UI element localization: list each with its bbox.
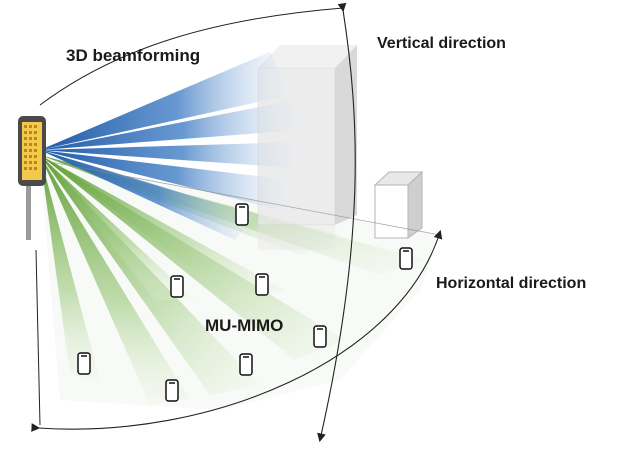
smartphone-icon (313, 325, 327, 348)
smartphone-icon (255, 273, 269, 296)
vertical-direction-label: Vertical direction (377, 35, 506, 52)
small-building (373, 170, 424, 239)
smartphone-icon (239, 353, 253, 376)
vertical-arc-outer (39, 7, 344, 106)
smartphone-icon (77, 352, 91, 375)
ground-line (39, 159, 441, 236)
horizontal-direction-label: Horizontal direction (436, 275, 587, 292)
mu-mimo-label: MU-MIMO (205, 316, 284, 335)
smartphone-icon (235, 203, 249, 226)
blue-beam-3 (40, 142, 298, 168)
blue-beam-5 (40, 150, 255, 240)
beamforming-label: 3D beamforming (66, 46, 201, 65)
horizontal-arc-left-guide (35, 249, 41, 426)
smartphone-icon (399, 247, 413, 270)
smartphone-icon (165, 379, 179, 402)
horizontal-direction-arrow (31, 229, 443, 432)
antenna-icon (18, 116, 46, 240)
blue-beam-2 (40, 100, 300, 150)
blue-beam-1 (40, 52, 290, 150)
smartphone-icon (170, 275, 184, 298)
large-building-front (257, 67, 336, 226)
